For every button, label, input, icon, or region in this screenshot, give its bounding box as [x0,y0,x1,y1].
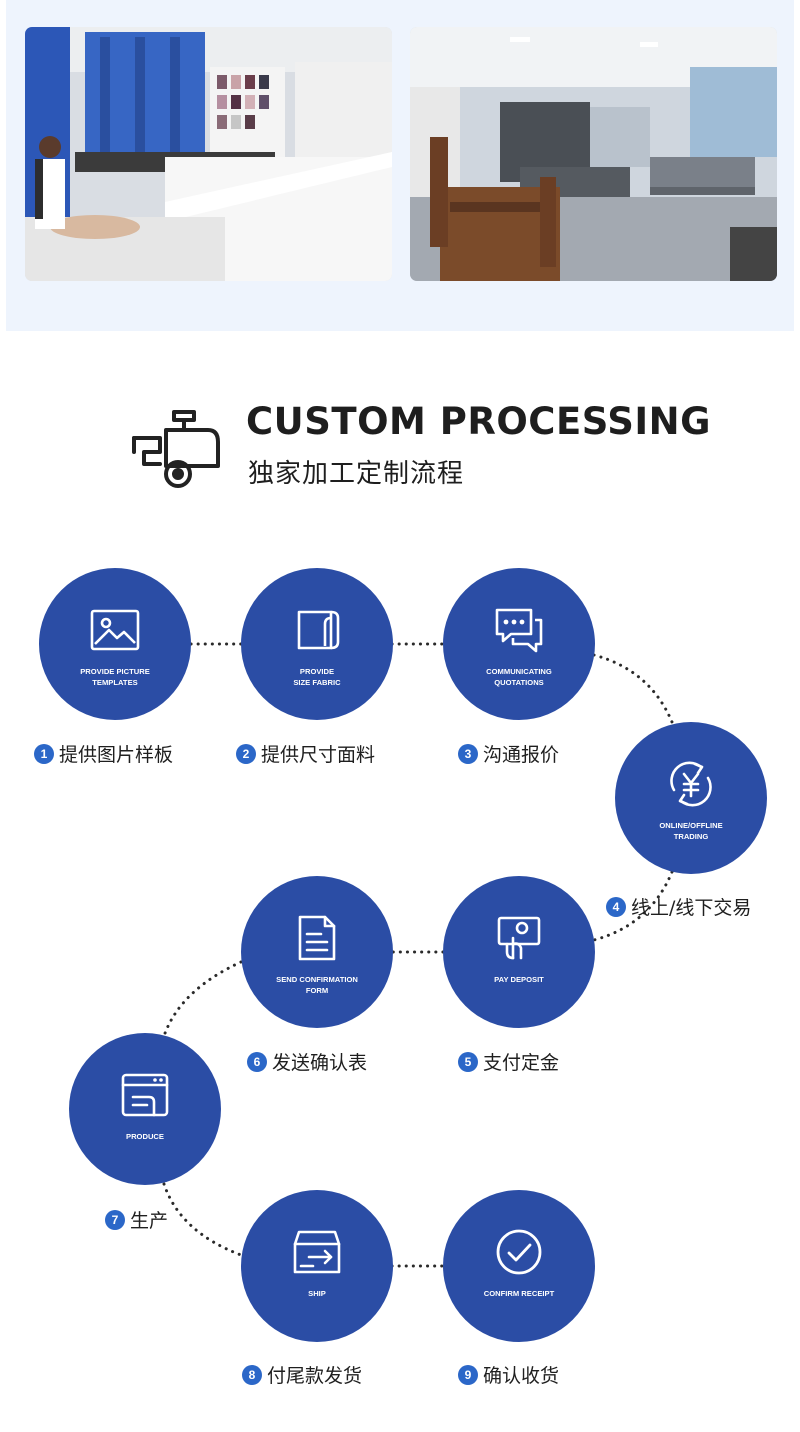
step-2-badge: 2 [236,743,256,764]
step-1-badge: 1 [34,743,54,764]
page-subtitle: 独家加工定制流程 [248,459,465,489]
step-2-en: PROVIDE SIZE FABRIC [293,667,341,687]
step-6-circle: SEND CONFIRMATION FORM [241,876,393,1028]
step-5-badge: 5 [458,1051,478,1072]
step-2-label: 2 提供尺寸面料 [236,740,375,767]
step-8-badge: 8 [242,1364,262,1385]
fabric-roll-icon [297,610,340,650]
step-5-label: 5 支付定金 [458,1048,559,1075]
document-icon [298,915,336,961]
step-7-badge: 7 [105,1209,125,1230]
step-1-cn: 提供图片样板 [59,744,174,766]
step-1-label: 1 提供图片样板 [34,740,173,767]
step-5-cn: 支付定金 [483,1052,560,1074]
step-8-circle: SHIP [241,1190,393,1342]
step-4-cn: 线上/线下交易 [631,897,752,919]
step-3-badge: 3 [458,743,478,764]
photo-band [6,0,794,331]
office-lounge-photo [410,27,777,281]
payment-terminal-icon [497,916,541,960]
step-4-badge: 4 [606,896,626,917]
step-8-cn: 付尾款发货 [267,1365,363,1387]
step-5-en: PAY DEPOSIT [494,975,544,984]
step-6-badge: 6 [247,1051,267,1072]
step-7-en: PRODUCE [126,1132,164,1141]
step-2-cn: 提供尺寸面料 [261,744,376,766]
sewing-workshop-photo [25,27,392,281]
step-6-en: SEND CONFIRMATION FORM [276,975,358,995]
step-3-label: 3 沟通报价 [458,740,559,767]
machine-icon [132,410,220,488]
step-4-label: 4 线上/线下交易 [606,893,751,920]
step-1-en: PROVIDE PICTURE TEMPLATES [80,667,150,687]
step-2-circle: PROVIDE SIZE FABRIC [241,568,393,720]
step-7-cn: 生产 [130,1210,169,1232]
shipping-box-icon [293,1230,341,1274]
sewing-machine-icon [121,1073,169,1117]
step-6-label: 6 发送确认表 [247,1048,367,1075]
page-title: CUSTOM PROCESSING [246,400,711,443]
step-3-cn: 沟通报价 [483,744,560,766]
step-8-label: 8 付尾款发货 [242,1361,362,1388]
step-4-en: ONLINE/OFFLINE TRADING [659,821,723,841]
step-4-circle: ONLINE/OFFLINE TRADING [615,722,767,874]
step-7-circle: PRODUCE [69,1033,221,1185]
chat-icon [495,608,543,653]
yuan-cycle-icon [670,761,712,807]
step-7-label: 7 生产 [105,1206,168,1233]
step-1-circle: PROVIDE PICTURE TEMPLATES [39,568,191,720]
step-5-circle: PAY DEPOSIT [443,876,595,1028]
step-9-label: 9 确认收货 [458,1361,559,1388]
step-6-cn: 发送确认表 [272,1052,368,1074]
step-8-en: SHIP [308,1289,326,1298]
step-9-circle: CONFIRM RECEIPT [443,1190,595,1342]
image-icon [90,609,140,651]
step-9-cn: 确认收货 [483,1365,560,1387]
step-3-circle: COMMUNICATING QUOTATIONS [443,568,595,720]
step-9-en: CONFIRM RECEIPT [483,1289,555,1298]
step-9-badge: 9 [458,1364,478,1385]
checkmark-icon [496,1229,542,1275]
step-3-en: COMMUNICATING QUOTATIONS [486,667,552,687]
